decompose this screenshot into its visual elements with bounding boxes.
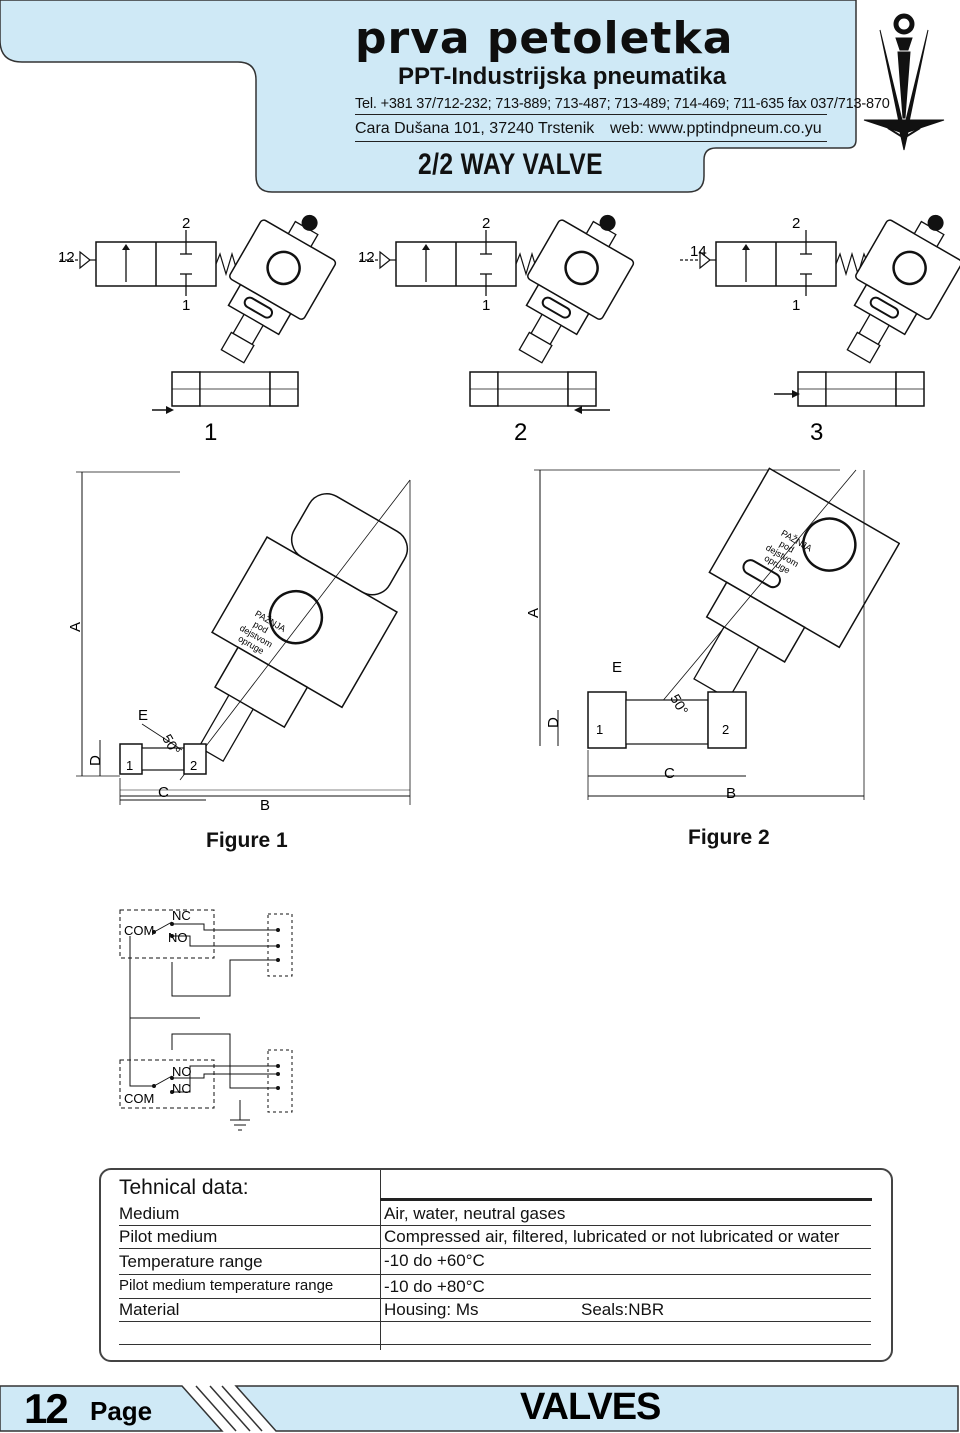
- com-label: COM: [124, 923, 154, 938]
- figure-2-drawing: A D E 1 2 50° C B PAŽNJA pod dejstvom op…: [525, 467, 900, 802]
- row-value: -10 do +60°C: [384, 1251, 485, 1270]
- figure-2-caption: Figure 2: [688, 826, 770, 849]
- row-value: -10 do +80°C: [384, 1277, 485, 1296]
- variant-label-3: 3: [810, 419, 823, 446]
- phone-line: Tel. +381 37/712-232; 713-889; 713-487; …: [355, 96, 890, 115]
- figure-1-drawing: A D E 1 2 50° C B PAŽNJA pod dejstvom op…: [67, 471, 411, 814]
- figure-1-caption: Figure 1: [206, 829, 288, 852]
- wiring-diagram: COM NC NO NO NC COM: [119, 908, 293, 1131]
- brand-name: prva petoletka: [355, 13, 734, 64]
- divider: [119, 1344, 871, 1345]
- pilot-port-label: 12: [58, 249, 75, 266]
- row-label: Pilot medium: [119, 1227, 218, 1246]
- valve-symbols: 12 2 1 12 2 1 14 2 1 1 2 3: [58, 200, 960, 446]
- valve-drawing-2: [468, 200, 651, 414]
- port-1-label: 1: [596, 722, 603, 737]
- row-value: Air, water, neutral gases: [384, 1204, 566, 1223]
- column-divider: [380, 1170, 381, 1350]
- dim-c-label: C: [664, 765, 675, 782]
- row-label: Temperature range: [119, 1252, 263, 1271]
- website: web: www.pptindpneum.co.yu: [610, 120, 822, 137]
- address: Cara Dušana 101, 37240 Trstenik: [355, 120, 595, 137]
- divider: [355, 141, 827, 142]
- page-number: 12: [24, 1385, 69, 1432]
- bottom-port-label: 1: [482, 297, 490, 314]
- row-value-2: Seals:NBR: [581, 1300, 665, 1319]
- nc-label: NC: [172, 908, 191, 923]
- dim-a-label: A: [525, 608, 542, 618]
- dim-b-label: B: [260, 797, 270, 814]
- pilot-port-label: 12: [358, 249, 375, 266]
- port-1-label: 1: [126, 758, 133, 773]
- pilot-port-label: 14: [690, 243, 707, 260]
- divider: [119, 1225, 871, 1226]
- valve-drawing-3: [774, 200, 960, 408]
- footer-bar: [0, 1385, 959, 1432]
- dim-c-label: C: [158, 784, 169, 801]
- page-title: 2/2 WAY VALVE: [418, 148, 603, 181]
- divider: [380, 1198, 872, 1201]
- row-label: Medium: [119, 1204, 180, 1223]
- technical-data-panel: [99, 1168, 893, 1362]
- divider: [119, 1321, 871, 1322]
- com-label: COM: [124, 1091, 154, 1106]
- variant-label-1: 1: [204, 419, 217, 446]
- divider: [119, 1274, 871, 1275]
- dim-b-label: B: [726, 785, 736, 802]
- nc-label: NC: [172, 1081, 191, 1096]
- row-label: Material: [119, 1300, 180, 1319]
- row-label: Pilot medium temperature range: [119, 1277, 334, 1294]
- valve-drawing-1: [152, 200, 353, 414]
- section-title: VALVES: [520, 1386, 661, 1428]
- bottom-port-label: 1: [182, 297, 190, 314]
- variant-label-2: 2: [514, 419, 527, 446]
- port-2-label: 2: [722, 722, 729, 737]
- divider: [119, 1298, 871, 1299]
- technical-data-heading: Tehnical data:: [119, 1176, 249, 1199]
- no-label: NO: [168, 930, 188, 945]
- dim-a-label: A: [67, 622, 84, 632]
- divider: [119, 1248, 871, 1249]
- dim-e-label: E: [612, 659, 622, 676]
- company-subtitle: PPT-Industrijska pneumatika: [398, 63, 727, 90]
- top-port-label: 2: [182, 215, 190, 232]
- row-value: Housing: Ms: [384, 1300, 479, 1319]
- row-value: Compressed air, filtered, lubricated or …: [384, 1227, 840, 1246]
- no-label: NO: [172, 1064, 192, 1079]
- ppt-logo-icon: [863, 13, 945, 151]
- header-panel: [0, 0, 945, 193]
- port-2-label: 2: [190, 758, 197, 773]
- dim-d-label: D: [545, 717, 562, 728]
- top-port-label: 2: [482, 215, 490, 232]
- dim-e-label: E: [138, 707, 148, 724]
- dim-d-label: D: [87, 755, 104, 766]
- top-port-label: 2: [792, 215, 800, 232]
- header: prva petoletka PPT-Industrijska pneumati…: [0, 0, 960, 200]
- page-word: Page: [90, 1396, 153, 1426]
- bottom-port-label: 1: [792, 297, 800, 314]
